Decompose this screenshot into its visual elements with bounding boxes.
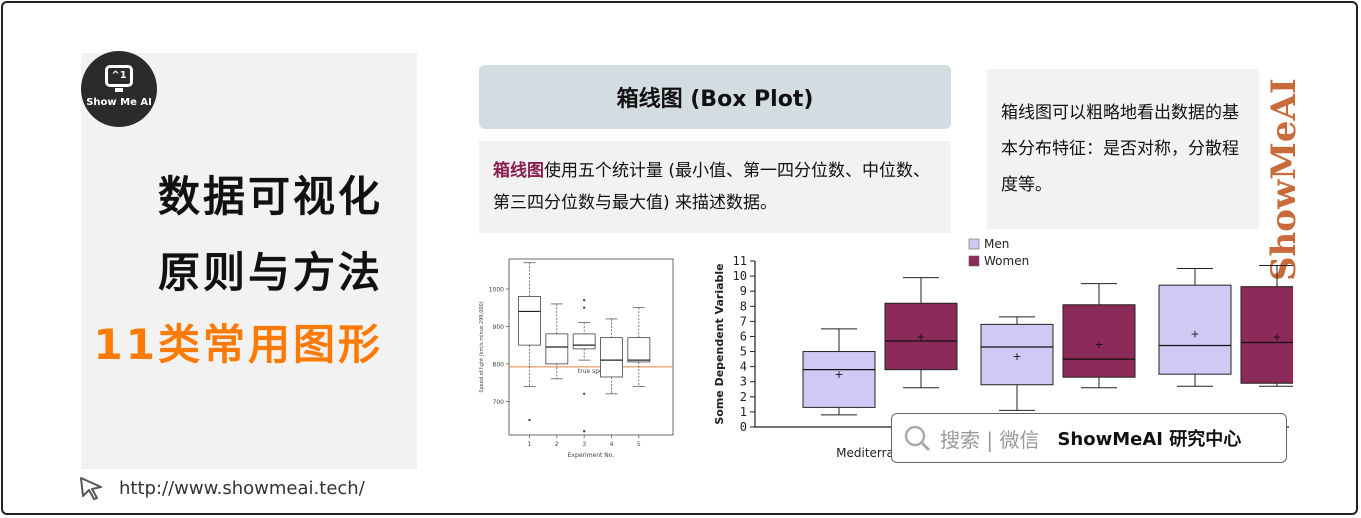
logo-screen-text: ^1 bbox=[111, 70, 127, 81]
y-tick-label: 8 bbox=[740, 299, 747, 313]
side-note-box: 箱线图可以粗略地看出数据的基本分布特征：是否对称，分散程度等。 bbox=[987, 69, 1259, 229]
y-tick-label: 900 bbox=[493, 324, 505, 331]
y-tick-label: 11 bbox=[733, 254, 747, 268]
description-box: 箱线图使用五个统计量 (最小值、第一四分位数、中位数、第三四分位数与最大值) 来… bbox=[479, 141, 951, 233]
box bbox=[1158, 284, 1232, 375]
x-tick-label: 4 bbox=[610, 441, 614, 448]
heading-text: 箱线图 (Box Plot) bbox=[616, 87, 814, 112]
cursor-icon bbox=[80, 477, 102, 500]
heading-box: 箱线图 (Box Plot) bbox=[479, 65, 951, 129]
watermark-search-text: 搜索 | 微信 bbox=[940, 427, 1040, 452]
showmeai-logo: ^1 Show Me AI bbox=[81, 51, 157, 127]
legend-label: Men bbox=[984, 237, 1009, 251]
y-tick-label: 1000 bbox=[489, 286, 504, 293]
footer-link[interactable]: http://www.showmeai.tech/ bbox=[75, 473, 365, 503]
vertical-brand: ShowMeAI bbox=[1265, 78, 1304, 281]
logo-brand: Show Me AI bbox=[86, 97, 152, 108]
legend-swatch bbox=[968, 238, 980, 250]
legend-swatch bbox=[968, 255, 980, 267]
vertical-brand-text: ShowMeAI bbox=[1265, 78, 1304, 281]
x-tick-label: 2 bbox=[555, 441, 559, 448]
x-tick-label: 5 bbox=[637, 441, 641, 448]
legend-label: Women bbox=[984, 254, 1029, 268]
side-note-text: 箱线图可以粗略地看出数据的基本分布特征：是否对称，分散程度等。 bbox=[1001, 103, 1239, 195]
box bbox=[518, 296, 541, 346]
title-line-2: 原则与方法 bbox=[157, 248, 383, 297]
y-tick-label: 6 bbox=[740, 329, 747, 343]
box bbox=[545, 333, 569, 365]
y-axis-label: Speed of light (km/s minus 299,000) bbox=[479, 301, 485, 392]
y-tick-label: 2 bbox=[740, 390, 747, 404]
y-tick-label: 10 bbox=[733, 269, 747, 283]
outlier-point bbox=[582, 392, 586, 396]
y-tick-label: 1 bbox=[740, 405, 747, 419]
box bbox=[627, 337, 651, 363]
box bbox=[802, 351, 876, 408]
description-text: 使用五个统计量 (最小值、第一四分位数、中位数、第三四分位数与最大值) 来描述数… bbox=[493, 161, 931, 213]
y-tick-label: 9 bbox=[740, 284, 747, 298]
mean-marker: + bbox=[1012, 350, 1021, 363]
box bbox=[1062, 304, 1136, 378]
x-tick-label: 1 bbox=[528, 441, 532, 448]
y-tick-label: 700 bbox=[493, 399, 505, 406]
outlier-point bbox=[528, 418, 531, 422]
mean-marker: + bbox=[834, 368, 843, 381]
outlier-point bbox=[582, 306, 586, 309]
mean-marker: + bbox=[916, 330, 925, 343]
y-axis-label: Some Dependent Variable bbox=[713, 263, 726, 424]
box bbox=[600, 337, 623, 378]
outlier-point bbox=[582, 298, 586, 302]
title-line-1: 数据可视化 bbox=[157, 172, 383, 221]
y-tick-label: 3 bbox=[740, 375, 747, 389]
x-axis-label: Experiment No. bbox=[568, 452, 615, 459]
mean-marker: + bbox=[1094, 338, 1103, 351]
watermark-brand: ShowMeAI 研究中心 bbox=[1057, 429, 1242, 450]
box bbox=[1240, 286, 1293, 384]
box bbox=[572, 333, 596, 350]
footer-url[interactable]: http://www.showmeai.tech/ bbox=[119, 477, 365, 499]
box bbox=[884, 302, 958, 371]
watermark-bar: 搜索 | 微信 ShowMeAI 研究中心 bbox=[891, 413, 1287, 463]
mean-marker: + bbox=[1190, 327, 1199, 340]
outlier-point bbox=[582, 430, 586, 433]
monitor-icon: ^1 bbox=[105, 65, 133, 92]
box bbox=[980, 323, 1054, 386]
y-tick-label: 0 bbox=[740, 420, 747, 434]
description-highlight: 箱线图 bbox=[493, 161, 544, 181]
x-tick-label: 3 bbox=[582, 441, 586, 448]
y-tick-label: 800 bbox=[493, 361, 505, 368]
y-tick-label: 4 bbox=[740, 360, 747, 374]
title-line-3: 11类常用图形 bbox=[93, 320, 383, 369]
y-tick-label: 5 bbox=[740, 345, 747, 359]
mean-marker: + bbox=[1272, 330, 1281, 343]
y-tick-label: 7 bbox=[740, 314, 747, 328]
true-speed-label: true speed bbox=[578, 368, 611, 375]
search-icon bbox=[904, 425, 931, 452]
